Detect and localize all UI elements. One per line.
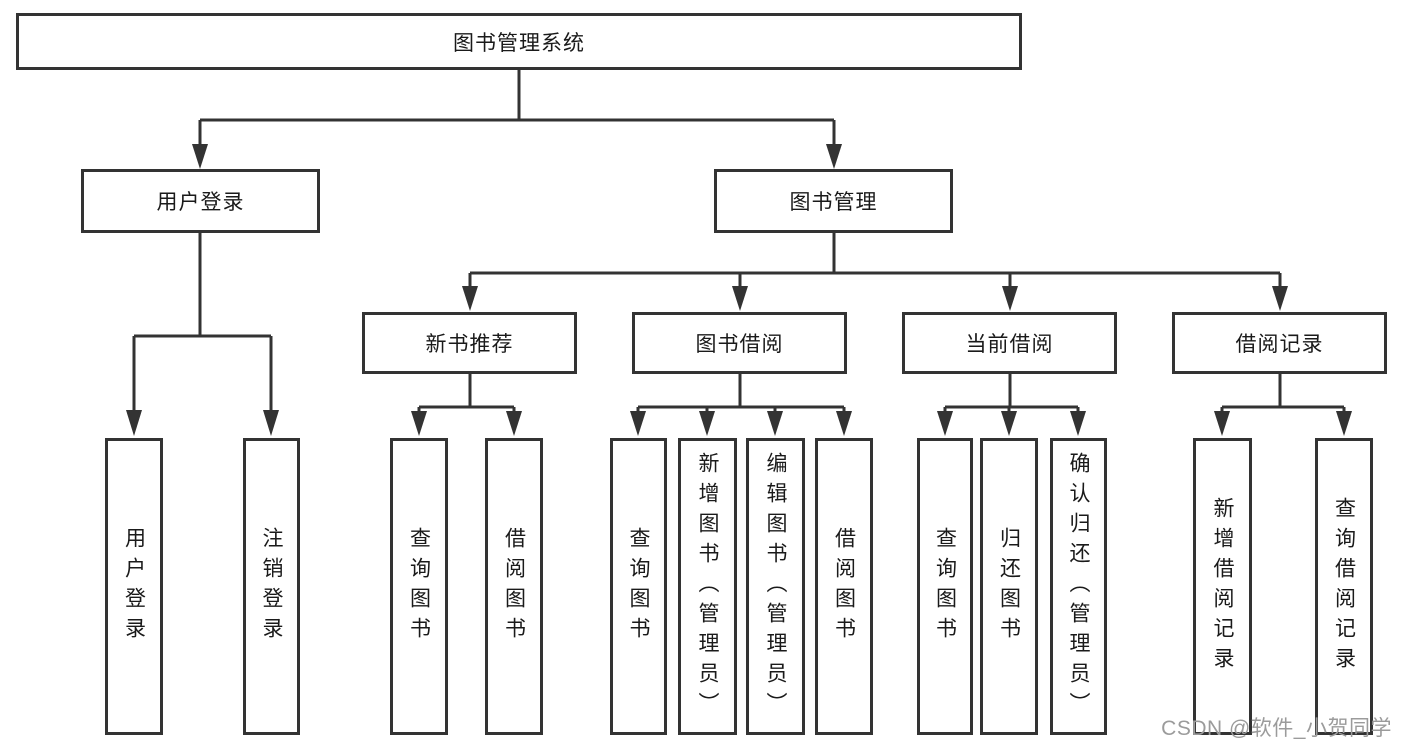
leaf-label: 查询图书 bbox=[407, 526, 431, 647]
leaf-confirm-return-admin: 确认归还（管理员） bbox=[1050, 438, 1107, 735]
csdn-watermark: CSDN @软件_小贺同学 bbox=[1161, 717, 1392, 740]
node-borrow-records: 借阅记录 bbox=[1172, 312, 1387, 374]
arrowheads bbox=[126, 144, 1352, 436]
node-user-login: 用户登录 bbox=[81, 169, 320, 233]
leaf-label: 归还图书 bbox=[997, 526, 1021, 647]
node-book-borrow: 图书借阅 bbox=[632, 312, 847, 374]
leaf-label: 新增借阅记录 bbox=[1211, 496, 1234, 677]
leaf-add-borrow-record: 新增借阅记录 bbox=[1193, 438, 1252, 735]
node-library-management-system: 图书管理系统 bbox=[16, 13, 1022, 70]
leaf-edit-book-admin: 编辑图书（管理员） bbox=[746, 438, 805, 735]
leaf-logout: 注销登录 bbox=[243, 438, 300, 735]
leaf-query-books-borrow: 查询图书 bbox=[610, 438, 667, 735]
leaf-label: 确认归还（管理员） bbox=[1067, 451, 1090, 722]
leaf-label: 编辑图书（管理员） bbox=[764, 451, 787, 722]
leaf-add-book-admin: 新增图书（管理员） bbox=[678, 438, 737, 735]
leaf-label: 用户登录 bbox=[122, 526, 146, 647]
leaf-return-books: 归还图书 bbox=[980, 438, 1038, 735]
node-new-book-recommend: 新书推荐 bbox=[362, 312, 577, 374]
leaf-label: 查询图书 bbox=[933, 526, 957, 647]
leaf-borrow-books-recommend: 借阅图书 bbox=[485, 438, 543, 735]
leaf-query-borrow-record: 查询借阅记录 bbox=[1315, 438, 1373, 735]
leaf-query-books-recommend: 查询图书 bbox=[390, 438, 448, 735]
node-book-management: 图书管理 bbox=[714, 169, 953, 233]
node-current-borrow: 当前借阅 bbox=[902, 312, 1117, 374]
leaf-query-books-current: 查询图书 bbox=[917, 438, 973, 735]
leaf-user-login: 用户登录 bbox=[105, 438, 163, 735]
leaf-label: 新增图书（管理员） bbox=[696, 451, 719, 722]
leaf-borrow-books-borrow: 借阅图书 bbox=[815, 438, 873, 735]
leaf-label: 借阅图书 bbox=[832, 526, 856, 647]
leaf-label: 查询借阅记录 bbox=[1332, 496, 1356, 677]
leaf-label: 查询图书 bbox=[627, 526, 650, 647]
leaf-label: 注销登录 bbox=[260, 526, 283, 647]
leaf-label: 借阅图书 bbox=[502, 526, 526, 647]
